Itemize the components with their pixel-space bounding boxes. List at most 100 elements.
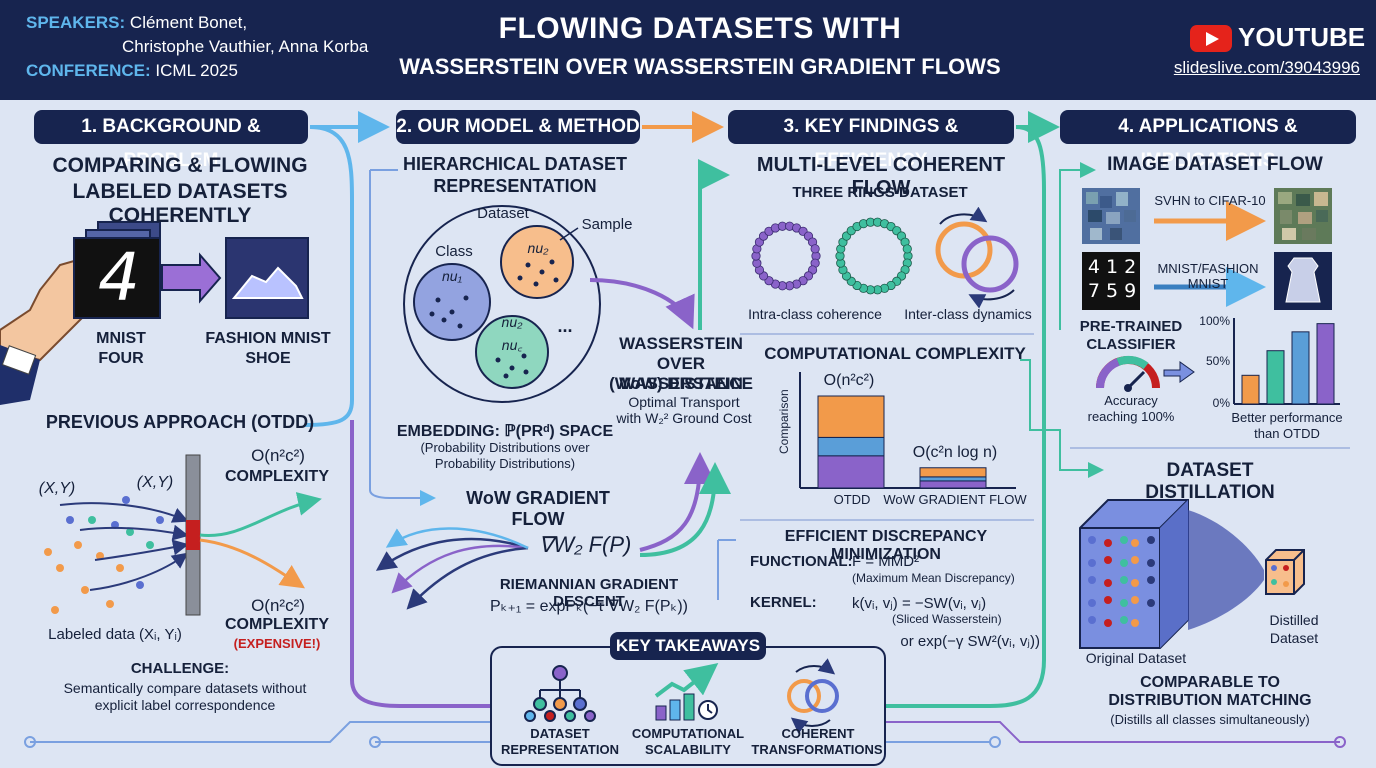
- pretrained-line2: CLASSIFIER: [1086, 336, 1176, 353]
- takeaway-2-line2: SCALABILITY: [645, 742, 731, 757]
- mnist-thumbnail: [1082, 252, 1140, 310]
- intra-class-label: Intra-class coherence: [748, 306, 882, 322]
- complexity-bar-segment: [817, 436, 885, 457]
- dress-icon: [1285, 257, 1321, 303]
- more-classes-dots: ...: [557, 316, 573, 336]
- data-point: [1147, 599, 1155, 607]
- distilled-line1: Distilled: [1269, 612, 1319, 628]
- functional-value: F = MMD²: [852, 553, 920, 570]
- performance-chart: [1233, 318, 1340, 405]
- challenge-line2: explicit label correspondence: [94, 697, 276, 713]
- wow-line1: WASSERSTEIN: [619, 334, 743, 353]
- x-label-otdd: OTDD: [833, 492, 871, 507]
- nu2-label-b: nu₂: [501, 314, 523, 330]
- dataset-circle: [403, 205, 601, 403]
- kernel-value: k(vᵢ, vⱼ) = −SW(vᵢ, vⱼ): [852, 595, 987, 612]
- accuracy-line1: Accuracy: [1104, 393, 1158, 408]
- wow-line3: (WoW) DISTANCE: [609, 374, 753, 393]
- performance-bar: [1266, 350, 1285, 405]
- background-heading-line1: COMPARING & FLOWING: [52, 154, 308, 177]
- background-heading-line2: LABELED DATASETS COHERENTLY: [72, 180, 288, 227]
- sample-label: Sample: [581, 216, 633, 233]
- mnist-line2: FOUR: [98, 350, 144, 367]
- kernel-sub: (Sliced Wasserstein): [892, 612, 1002, 626]
- youtube-play-icon: [1190, 25, 1232, 52]
- svhn-thumbnail: [1082, 188, 1140, 244]
- comparable-sub: (Distills all classes simultaneously): [1110, 712, 1310, 727]
- slideslive-link[interactable]: slideslive.com/39043996: [1173, 58, 1360, 77]
- class-nuc: [475, 315, 549, 389]
- accuracy-line2: reaching 100%: [1087, 409, 1175, 424]
- speakers-line2: Christophe Vauthier, Anna Korba: [122, 37, 369, 56]
- takeaway-3-line2: TRANSFORMATIONS: [751, 742, 883, 757]
- takeaway-2-line1: COMPUTATIONAL: [631, 726, 745, 741]
- distilled-line2: Dataset: [1269, 630, 1319, 646]
- speakers: SPEAKERS: Clément Bonet,: [26, 12, 247, 33]
- embedding-sub1: (Probability Distributions over: [420, 440, 590, 455]
- data-point: [1104, 619, 1112, 627]
- cifar-thumbnail: [1274, 188, 1332, 244]
- pretrained-line1: PRE-TRAINED: [1079, 318, 1183, 335]
- complexity-bar-segment: [919, 480, 987, 489]
- x-label-wow: WoW GRADIENT FLOW: [883, 492, 1027, 507]
- embedding-sub2: Probability Distributions): [434, 456, 576, 471]
- wow-formula: O(c²n log n): [912, 444, 998, 461]
- data-point: [1088, 576, 1096, 584]
- challenge-line1: Semantically compare datasets without: [63, 680, 307, 696]
- distillation-heading: DATASET DISTILLATION: [1145, 460, 1275, 503]
- nabla-formula: ∇W₂ F(P): [538, 532, 632, 557]
- takeaway-1-line2: REPRESENTATION: [501, 742, 619, 757]
- conference: CONFERENCE: ICML 2025: [26, 60, 238, 81]
- tick-0: 0%: [1212, 396, 1230, 410]
- complexity-bar-segment: [817, 455, 885, 489]
- takeaway-1-line1: DATASET: [530, 726, 590, 741]
- data-point: [1104, 596, 1112, 604]
- ot-line1: Optimal Transport: [628, 394, 740, 410]
- data-point: [1088, 559, 1096, 567]
- data-point: [1104, 579, 1112, 587]
- nuc-label: nu꜀: [501, 337, 523, 353]
- complexity-bottom-formula: O(n²c²): [251, 596, 305, 615]
- data-point: [1104, 556, 1112, 564]
- data-point: [1120, 559, 1128, 567]
- hierarchy-heading-line2: REPRESENTATION: [433, 176, 597, 196]
- data-point: [1147, 559, 1155, 567]
- data-point: [1147, 536, 1155, 544]
- fashion-line1: FASHION MNIST: [205, 330, 331, 347]
- title-line2: WASSERSTEIN OVER WASSERSTEIN GRADIENT FL…: [399, 54, 1001, 79]
- youtube-badge[interactable]: YOUTUBE: [1190, 20, 1365, 52]
- ring-bead: [810, 244, 820, 254]
- scalability-icon: [654, 663, 719, 721]
- data-point: [1120, 536, 1128, 544]
- arrow-to-shoe: [161, 252, 222, 304]
- section-4-header: 4. APPLICATIONS & IMPLICATIONS: [1060, 110, 1356, 171]
- kernel-label: KERNEL:: [750, 594, 817, 611]
- previous-approach: PREVIOUS APPROACH (OTDD): [45, 412, 315, 432]
- mnist-fashion-label: MNIST/FASHION MNIST: [1157, 261, 1259, 291]
- performance-bar: [1291, 331, 1310, 405]
- data-point: [1131, 579, 1139, 587]
- better-line2: than OTDD: [1254, 426, 1320, 441]
- data-point: [1088, 616, 1096, 624]
- performance-bar: [1241, 374, 1260, 405]
- complexity-bar-segment: [919, 476, 987, 482]
- functional-sub: (Maximum Mean Discrepancy): [852, 571, 1015, 585]
- data-point: [1147, 576, 1155, 584]
- section-3-header: 3. KEY FINDINGS & EFFICIENCY: [728, 110, 1014, 171]
- youtube-label: YOUTUBE: [1238, 22, 1366, 52]
- svhn-label: SVHN to CIFAR-10: [1154, 193, 1266, 208]
- nu1-label: nu₁: [442, 268, 462, 284]
- tick-50: 50%: [1205, 354, 1230, 368]
- wow-line2: OVER WASSERSTEIN: [619, 354, 743, 393]
- conference-label: CONFERENCE:: [26, 61, 151, 80]
- complexity-heading: COMPUTATIONAL COMPLEXITY: [764, 344, 1026, 363]
- original-dataset-cube: [1079, 499, 1189, 649]
- coherent-rings-icon: [787, 658, 839, 734]
- performance-bar: [1316, 323, 1335, 405]
- challenge-label: CHALLENGE:: [130, 660, 230, 677]
- speakers-line1: Clément Bonet,: [129, 13, 248, 32]
- data-point: [1131, 539, 1139, 547]
- distilled-dataset-cube: [1265, 549, 1305, 595]
- otdd-formula: O(n²c²): [823, 372, 875, 389]
- three-rings-label: THREE RINGS DATASET: [792, 184, 968, 201]
